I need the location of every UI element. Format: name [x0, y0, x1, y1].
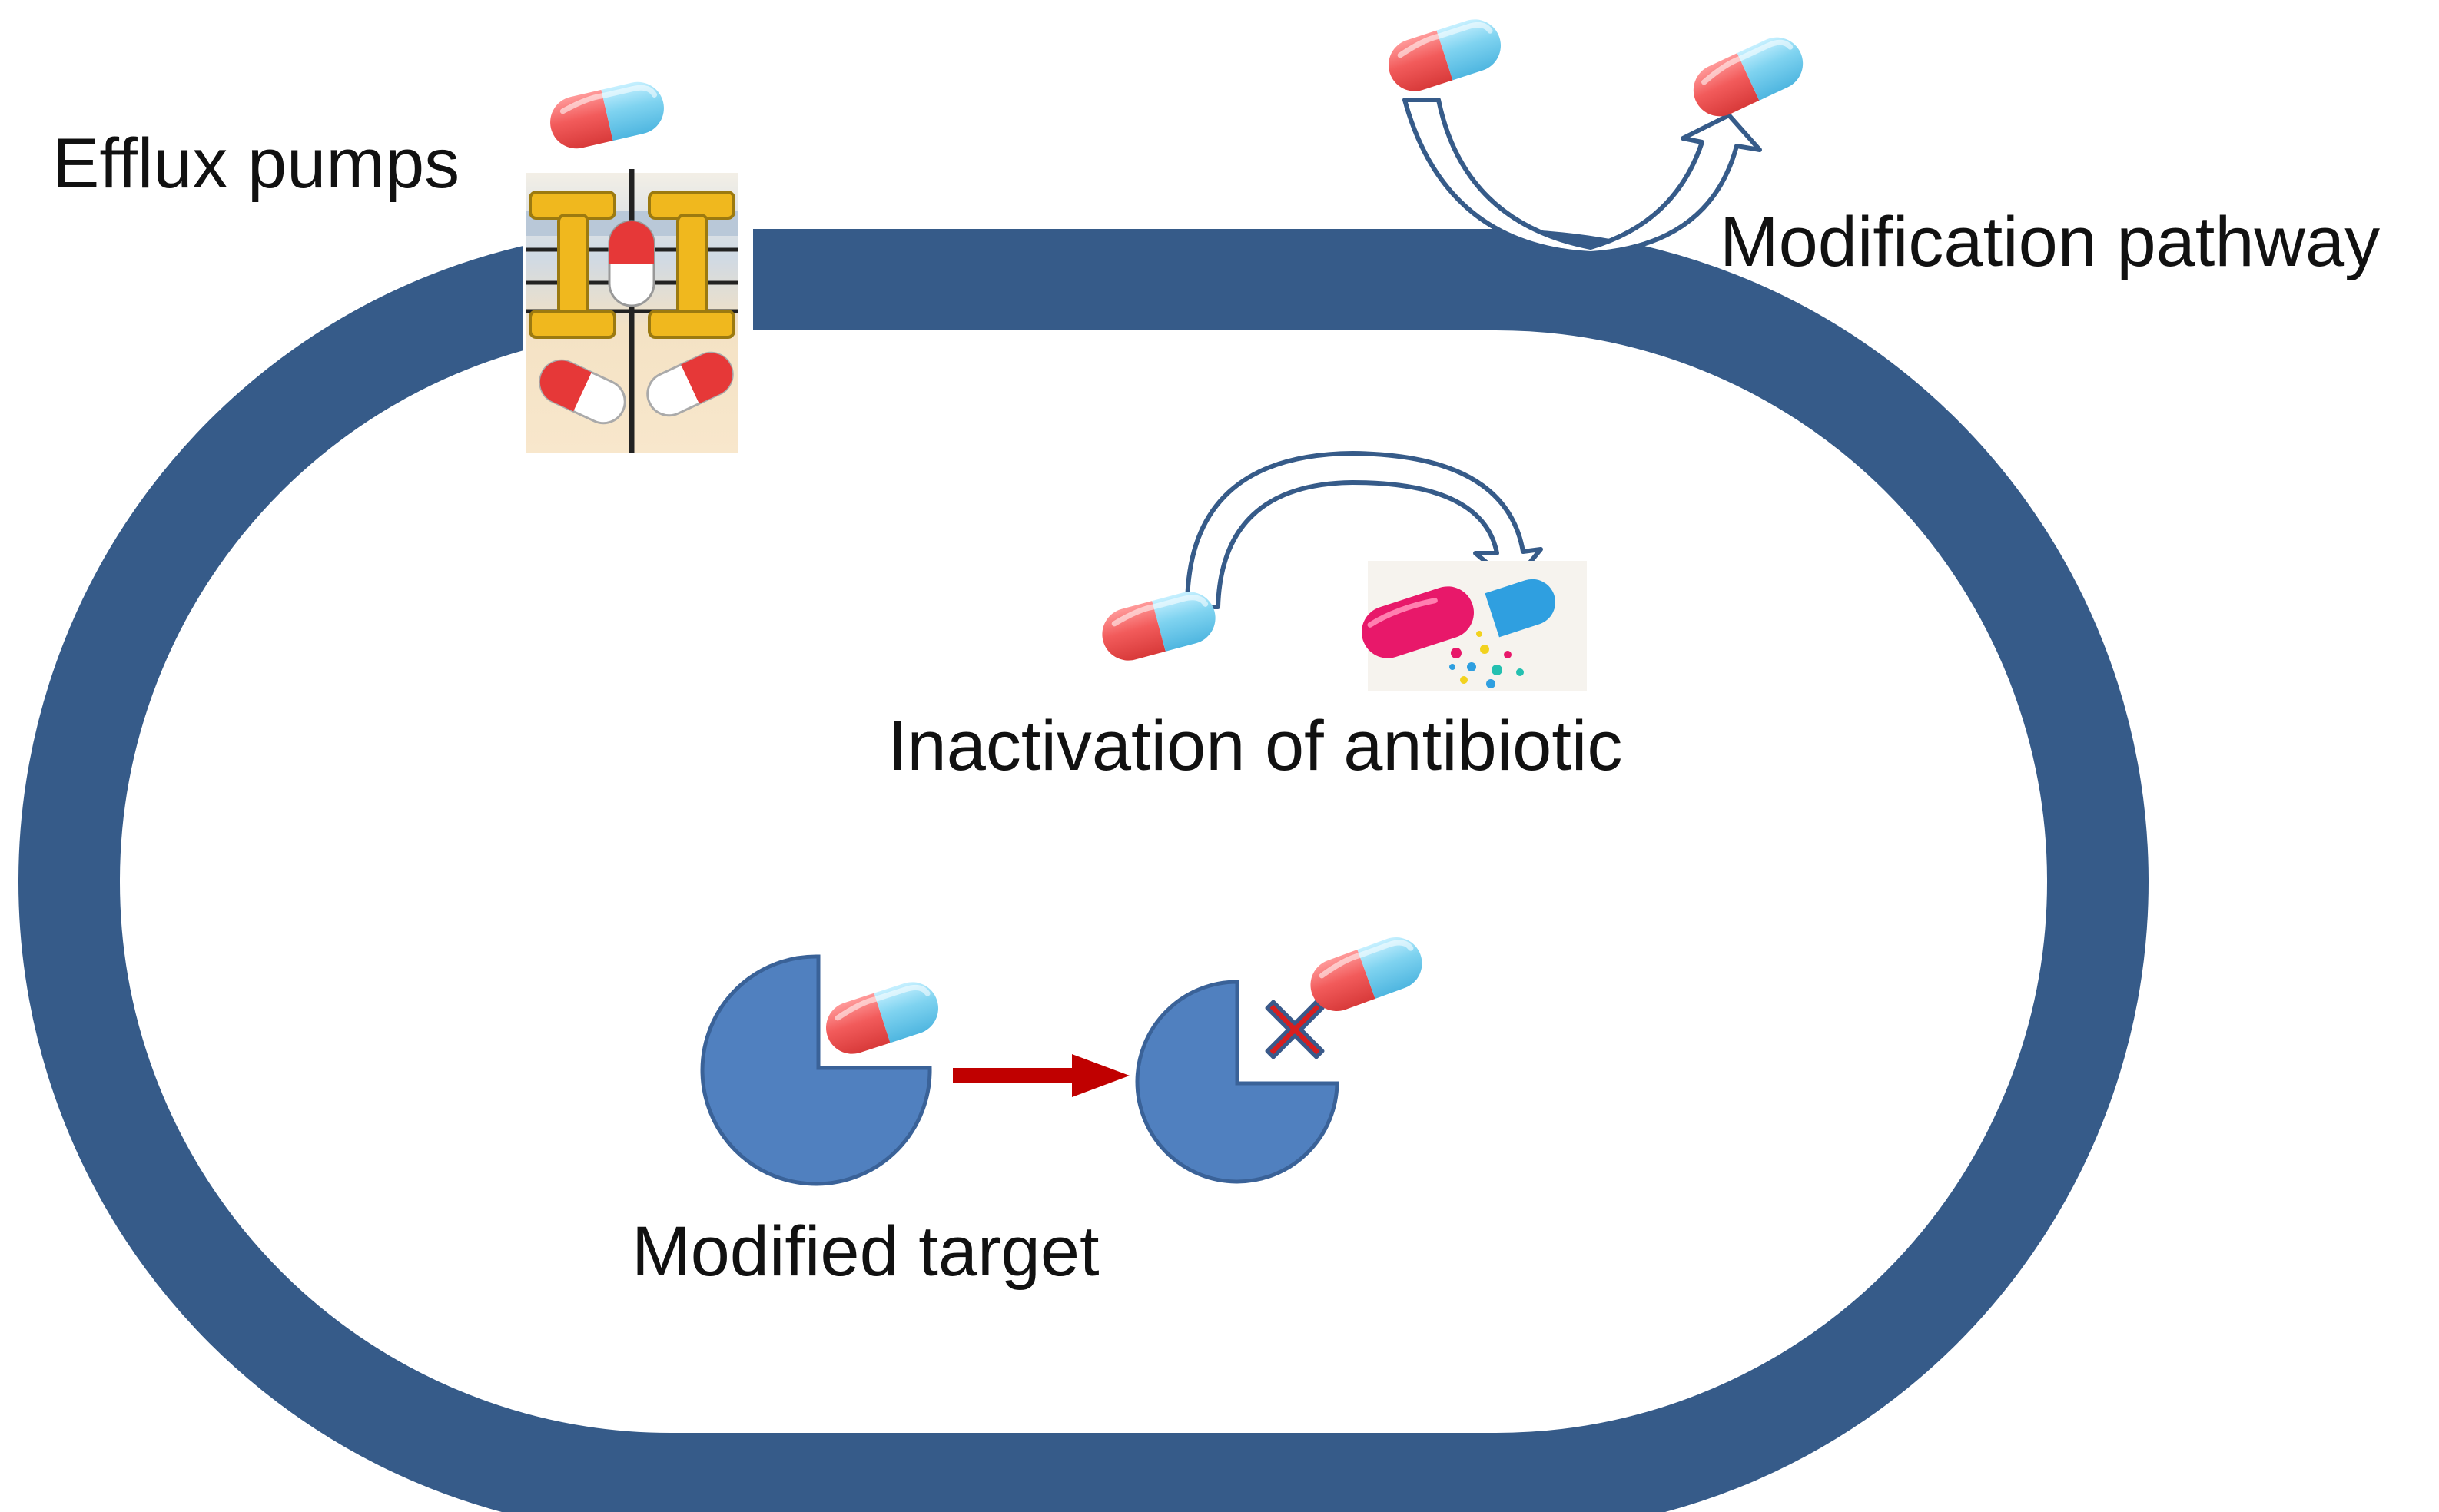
antibiotic-capsule-icon	[1382, 12, 1508, 98]
antibiotic-capsule-icon	[1097, 586, 1221, 667]
efflux-pump-icon	[523, 169, 753, 465]
efflux-pumps-label: Efflux pumps	[52, 124, 460, 203]
antibiotic-capsule-icon	[819, 975, 945, 1060]
curved-arrow-icon	[1402, 98, 1762, 256]
broken-capsule-icon	[1362, 561, 1587, 691]
antibiotic-capsule-icon	[1685, 28, 1812, 124]
cell-membrane	[18, 229, 2149, 1512]
inactivation-label: Inactivation of antibiotic	[888, 707, 1622, 785]
red-x-icon	[1265, 1000, 1325, 1059]
modification-pathway-label: Modification pathway	[1720, 203, 2380, 281]
red-arrow-icon	[953, 1054, 1130, 1097]
target-protein-icon	[1135, 980, 1339, 1184]
target-protein-icon	[700, 954, 932, 1186]
antibiotic-capsule-icon	[1303, 930, 1429, 1018]
curved-arrow-icon	[1185, 451, 1543, 609]
modified-target-label: Modified target	[632, 1212, 1100, 1291]
antibiotic-capsule-icon	[545, 77, 669, 154]
